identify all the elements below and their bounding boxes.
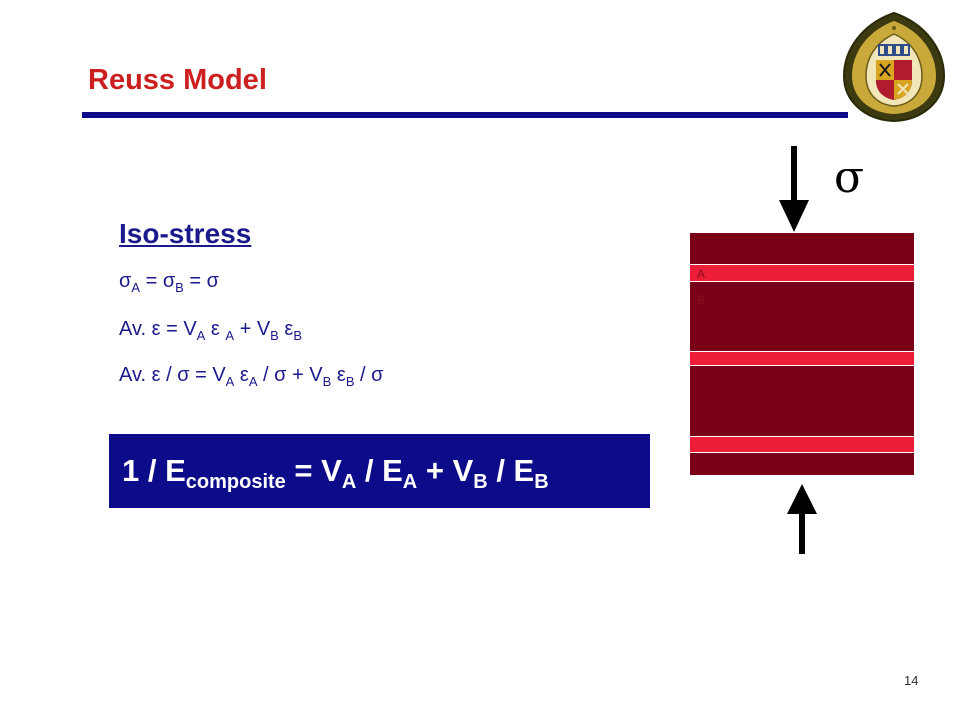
layer-matrix — [690, 233, 914, 264]
layer-matrix — [690, 365, 914, 436]
layer-matrix — [690, 281, 914, 351]
layer-reinforcement — [690, 436, 914, 452]
stress-equality-equation: σA = σB = σ — [119, 270, 219, 295]
slide-title: Reuss Model — [88, 64, 267, 96]
layer-reinforcement — [690, 351, 914, 365]
stress-symbol: σ — [834, 152, 865, 203]
average-strain-equation: Av. ε = VA ε A + VB εB — [119, 318, 302, 343]
strain-over-stress-equation: Av. ε / σ = VA εA / σ + VB εB / σ — [119, 364, 384, 389]
title-underline — [82, 112, 848, 118]
composite-modulus-box: 1 / Ecomposite = VA / EA + VB / EB — [109, 434, 650, 508]
layer-label-a: A — [697, 267, 706, 281]
top-load-arrow-icon — [779, 146, 809, 232]
composite-modulus-equation: 1 / Ecomposite = VA / EA + VB / EB — [122, 453, 549, 494]
bottom-load-arrow-icon — [787, 484, 817, 554]
layered-composite-diagram: A B — [690, 233, 914, 475]
page-number: 14 — [904, 673, 919, 688]
university-seal-icon — [842, 11, 946, 123]
layer-matrix — [690, 452, 914, 475]
layer-reinforcement — [690, 264, 914, 281]
layer-label-b: B — [697, 293, 706, 307]
section-heading: Iso-stress — [119, 218, 252, 249]
